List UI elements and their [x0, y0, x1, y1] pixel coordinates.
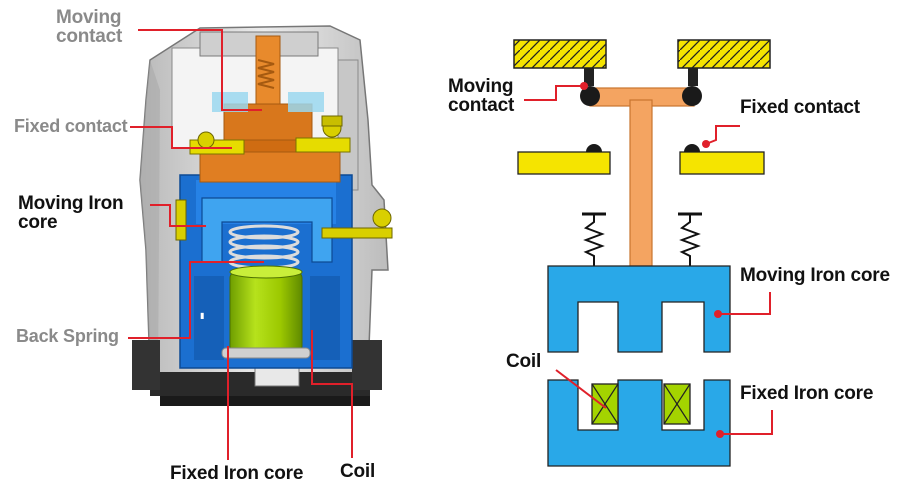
leader-fixed-iron-core-right	[720, 410, 773, 435]
left-leader-lines	[128, 29, 353, 460]
label-coil-right: Coil	[506, 351, 542, 372]
label-moving-iron-core-right: Moving Iron core	[740, 265, 890, 286]
label-fixed-iron-core-right: Fixed Iron core	[740, 383, 874, 404]
label-moving-contact-right: Moving contact	[448, 76, 515, 117]
contact-carrier	[199, 35, 341, 183]
label-coil-left: Coil	[340, 461, 376, 482]
springs	[582, 212, 702, 266]
leader-fixed-contact-right	[705, 125, 740, 145]
svg-text:▮: ▮	[200, 311, 204, 320]
leader-moving-iron-core-left	[150, 204, 206, 227]
t-actuator	[589, 87, 695, 267]
lower-fixed-contacts	[517, 144, 765, 175]
leader-fixed-contact-left	[130, 126, 232, 149]
label-fixed-contact-left: Fixed contact	[14, 116, 128, 136]
leader-moving-iron-core-right	[718, 292, 771, 315]
leader-back-spring-left	[128, 261, 264, 339]
coil-windings	[591, 383, 691, 425]
top-right-support	[677, 39, 771, 69]
top-left-support	[513, 39, 607, 69]
leader-moving-contact-left	[138, 29, 262, 111]
left-cutaway-illustration: ▮	[132, 25, 393, 406]
label-fixed-iron-core-left: Fixed Iron core	[170, 463, 304, 484]
leader-coil-right	[555, 369, 607, 409]
upper-contacts	[580, 68, 702, 106]
label-fixed-contact-right: Fixed contact	[740, 97, 860, 118]
moving-iron-core-block	[547, 265, 731, 353]
leader-moving-contact-right	[524, 85, 584, 101]
leader-coil-left	[311, 330, 353, 458]
coil-part	[221, 265, 311, 359]
right-schematic	[513, 39, 771, 467]
label-moving-iron-core-left: Moving Iron core	[18, 193, 124, 234]
right-leader-lines	[524, 82, 773, 438]
label-moving-contact-left: Moving contact	[56, 7, 123, 48]
fixed-iron-core-block	[547, 379, 731, 467]
label-back-spring-left: Back Spring	[16, 326, 119, 346]
